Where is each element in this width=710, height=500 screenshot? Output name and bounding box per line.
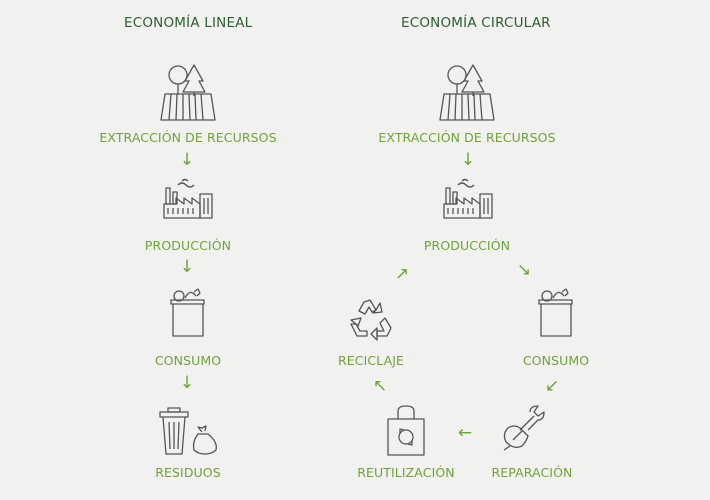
circular-label-consumo: CONSUMO — [522, 353, 590, 368]
circular-label-reciclaje: RECICLAJE — [337, 353, 405, 368]
trash-bin-icon — [159, 407, 217, 455]
linear-arrow-1: ↓ — [179, 150, 195, 170]
circular-arrow-down-right: ↘ — [516, 260, 532, 280]
shopping-bag-icon — [538, 288, 573, 337]
circular-label-reutilizacion: REUTILIZACIÓN — [357, 465, 455, 480]
forest-icon — [439, 64, 495, 121]
linear-label-consumo: CONSUMO — [154, 353, 222, 368]
linear-label-produccion: PRODUCCIÓN — [144, 238, 232, 253]
factory-icon — [163, 178, 213, 219]
circular-arrow-left: ← — [457, 423, 473, 443]
linear-arrow-2: ↓ — [179, 257, 195, 277]
circular-title: ECONOMÍA CIRCULAR — [401, 15, 551, 31]
circular-arrow-down-left: ↙ — [544, 376, 560, 396]
linear-label-extraccion: EXTRACCIÓN DE RECURSOS — [99, 130, 277, 145]
linear-arrow-3: ↓ — [179, 373, 195, 393]
forest-icon — [160, 64, 216, 121]
shopping-bag-icon — [170, 288, 205, 337]
circular-label-produccion: PRODUCCIÓN — [423, 238, 511, 253]
repair-icon — [503, 405, 545, 451]
circular-arrow-up-left: ↖ — [372, 376, 388, 396]
linear-label-residuos: RESIDUOS — [155, 465, 221, 480]
reusable-bag-icon — [387, 405, 425, 456]
circular-arrow-1: ↓ — [460, 150, 476, 170]
recycle-icon — [350, 299, 392, 341]
factory-icon — [443, 178, 493, 219]
circular-label-reparacion: REPARACIÓN — [491, 465, 573, 480]
circular-arrow-up-right: ↗ — [394, 264, 410, 284]
linear-title: ECONOMÍA LINEAL — [124, 15, 253, 31]
circular-label-extraccion: EXTRACCIÓN DE RECURSOS — [378, 130, 556, 145]
